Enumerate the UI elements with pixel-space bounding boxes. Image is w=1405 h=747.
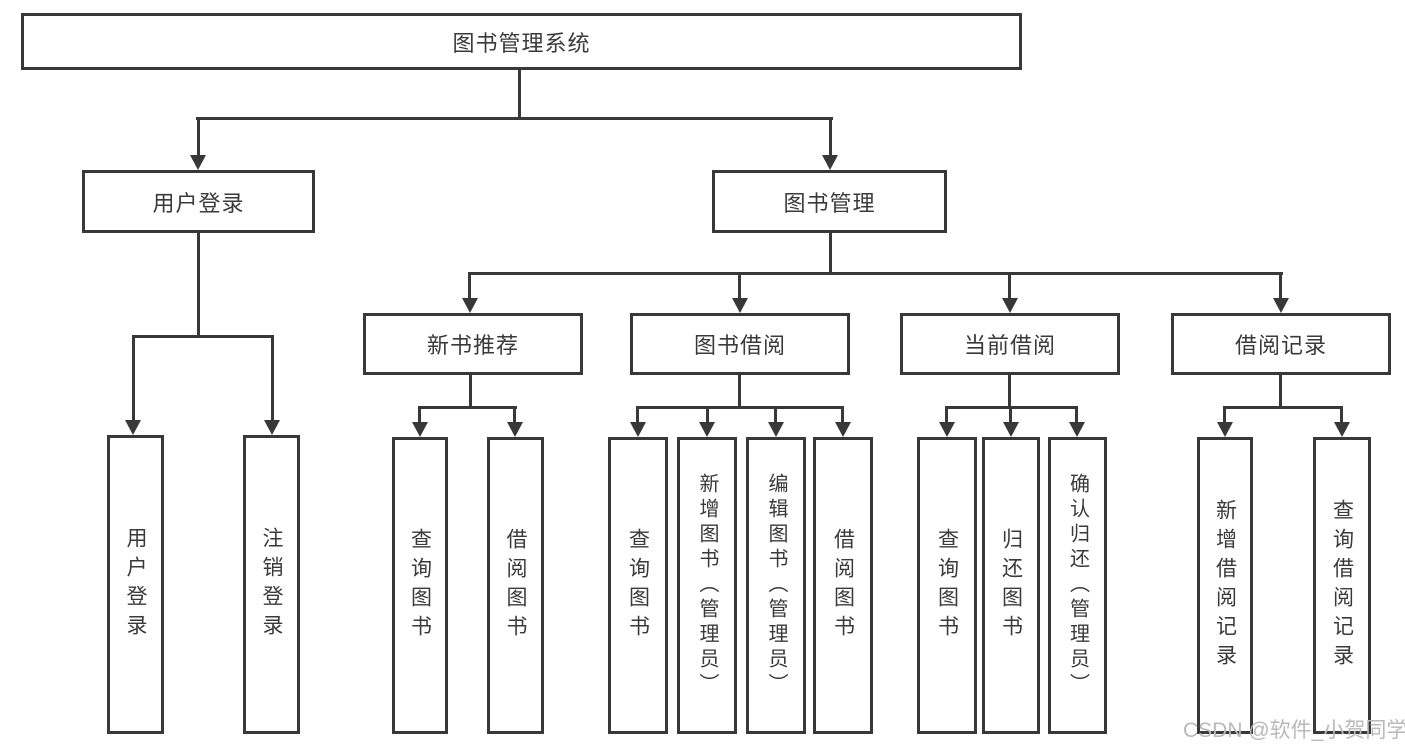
connector-hline <box>1223 406 1343 409</box>
connector-vline <box>829 233 832 274</box>
connector-vline <box>1340 406 1343 423</box>
leaf-rec-query-books: 查询图书 <box>392 437 448 734</box>
node-new-book-rec-label: 新书推荐 <box>426 333 519 358</box>
connector-vline <box>197 233 200 337</box>
leaf-br-add-record-label: 新增借阅记录 <box>1213 498 1237 673</box>
connector-vline <box>469 375 472 408</box>
arrowhead <box>1334 422 1350 437</box>
connector-vline <box>774 406 777 423</box>
arrowhead <box>1273 298 1289 313</box>
arrowhead <box>939 422 955 437</box>
connector-vline <box>132 335 135 421</box>
arrowhead <box>699 422 715 437</box>
leaf-logout-label: 注销登录 <box>260 526 283 643</box>
leaf-rec-borrow-books-label: 借阅图书 <box>504 527 527 644</box>
connector-vline <box>1279 272 1282 299</box>
arrowhead <box>732 298 748 313</box>
arrowhead <box>264 420 280 435</box>
leaf-bb-borrow-books-label: 借阅图书 <box>831 527 855 644</box>
leaf-cb-query-books-label: 查询图书 <box>935 527 959 644</box>
arrowhead <box>835 422 851 437</box>
leaf-bb-edit-books-admin: 编辑图书（管理员） <box>746 437 806 734</box>
leaf-rec-query-books-label: 查询图书 <box>408 527 432 644</box>
node-new-book-rec: 新书推荐 <box>363 313 583 375</box>
leaf-bb-query-books-label: 查询图书 <box>626 527 650 644</box>
leaf-br-query-record: 查询借阅记录 <box>1313 437 1371 734</box>
arrowhead <box>125 420 141 435</box>
node-borrow-record: 借阅记录 <box>1171 313 1391 375</box>
node-book-mgmt: 图书管理 <box>712 170 947 233</box>
arrowhead <box>630 422 646 437</box>
leaf-bb-borrow-books: 借阅图书 <box>813 437 873 734</box>
connector-hline <box>468 272 1283 275</box>
csdn-watermark: CSDN @软件_小贺同学 <box>1183 719 1405 742</box>
leaf-cb-query-books: 查询图书 <box>917 437 977 734</box>
connector-hline <box>132 335 274 338</box>
connector-vline <box>513 406 516 423</box>
arrowhead <box>190 155 206 170</box>
leaf-cb-confirm-return-admin-label: 确认归还（管理员） <box>1066 473 1089 698</box>
arrowhead <box>1217 422 1233 437</box>
connector-vline <box>1075 406 1078 423</box>
leaf-bb-add-books-admin-label: 新增图书（管理员） <box>696 473 718 698</box>
leaf-bb-edit-books-admin-label: 编辑图书（管理员） <box>765 473 787 698</box>
connector-vline <box>738 272 741 299</box>
connector-vline <box>738 375 741 408</box>
arrowhead <box>1003 422 1019 437</box>
node-borrow-record-label: 借阅记录 <box>1234 333 1327 358</box>
node-user-login-label: 用户登录 <box>152 190 245 216</box>
connector-vline <box>518 70 521 120</box>
connector-hline <box>636 406 844 409</box>
node-book-borrow-label: 图书借阅 <box>693 333 786 358</box>
arrowhead <box>1069 422 1085 437</box>
connector-vline <box>1223 406 1226 423</box>
arrowhead <box>1002 298 1018 313</box>
arrowhead <box>507 422 523 437</box>
leaf-bb-add-books-admin: 新增图书（管理员） <box>677 437 737 734</box>
leaf-user-login: 用户登录 <box>107 435 164 734</box>
connector-vline <box>1008 272 1011 299</box>
connector-vline <box>636 406 639 423</box>
leaf-user-login-label: 用户登录 <box>124 526 147 643</box>
connector-vline <box>1279 374 1282 408</box>
connector-vline <box>468 272 471 299</box>
leaf-br-query-record-label: 查询借阅记录 <box>1330 498 1354 673</box>
connector-vline <box>945 406 948 423</box>
leaf-cb-confirm-return-admin: 确认归还（管理员） <box>1048 437 1107 734</box>
node-root: 图书管理系统 <box>21 13 1022 70</box>
arrowhead <box>462 298 478 313</box>
arrowhead <box>768 422 784 437</box>
leaf-logout: 注销登录 <box>243 435 300 734</box>
arrowhead <box>412 422 428 437</box>
connector-vline <box>706 406 709 423</box>
leaf-cb-return-books-label: 归还图书 <box>999 527 1023 644</box>
connector-vline <box>829 117 832 157</box>
node-current-borrow: 当前借阅 <box>900 313 1120 375</box>
leaf-rec-borrow-books: 借阅图书 <box>487 437 544 734</box>
connector-vline <box>418 406 421 423</box>
connector-vline <box>271 335 274 421</box>
node-book-mgmt-label: 图书管理 <box>783 190 876 216</box>
connector-hline <box>418 406 517 409</box>
connector-vline <box>841 406 844 423</box>
leaf-br-add-record: 新增借阅记录 <box>1197 437 1253 734</box>
leaf-bb-query-books: 查询图书 <box>608 437 668 734</box>
connector-vline <box>1009 406 1012 423</box>
node-book-borrow: 图书借阅 <box>630 313 850 375</box>
connector-vline <box>1008 375 1011 408</box>
arrowhead <box>822 155 838 170</box>
node-current-borrow-label: 当前借阅 <box>963 333 1056 358</box>
node-user-login: 用户登录 <box>82 170 315 233</box>
connector-hline <box>196 117 833 120</box>
node-root-label: 图书管理系统 <box>452 30 591 56</box>
connector-vline <box>197 117 200 157</box>
leaf-cb-return-books: 归还图书 <box>982 437 1040 734</box>
